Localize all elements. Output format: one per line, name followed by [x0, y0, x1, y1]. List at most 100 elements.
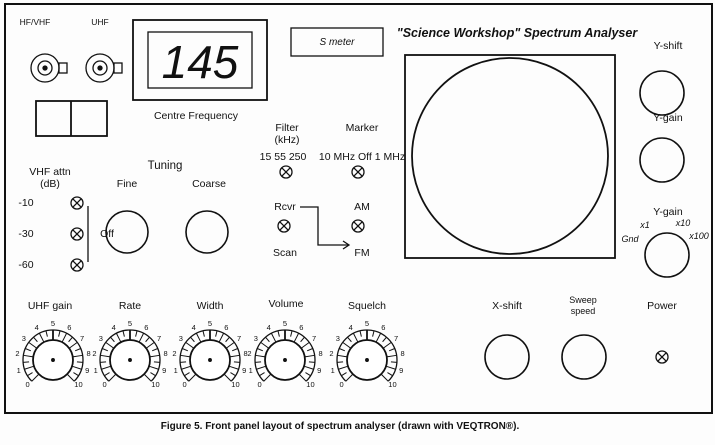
dial-major-tick: [38, 333, 45, 343]
dial-pointer: [283, 358, 287, 362]
dial-scale-label: 5: [127, 319, 133, 328]
dial-label-squelch: Squelch: [348, 300, 386, 312]
dial-major-tick: [263, 373, 272, 382]
fine-label: Fine: [116, 178, 138, 190]
connector-uhf[interactable]: [85, 53, 123, 83]
arrow-head-icon: [342, 240, 351, 250]
dial-minor-tick: [151, 348, 158, 352]
attn-60-switch[interactable]: [70, 258, 84, 272]
dial-major-tick: [270, 333, 277, 343]
dial-scale-label: 9: [317, 366, 322, 376]
rcvr-to-am-arrow: [300, 206, 348, 246]
dial-scale-label: 7: [237, 333, 242, 343]
marker-switch[interactable]: [351, 165, 365, 179]
dial-major-tick: [71, 365, 82, 370]
uhf-label: UHF: [91, 17, 109, 27]
coarse-tuning-knob[interactable]: [185, 210, 229, 254]
dial-major-tick: [228, 365, 239, 370]
dial-minor-tick: [259, 372, 265, 377]
dial-major-tick: [195, 333, 202, 343]
dial-scale-label: 0: [102, 380, 107, 390]
centre-frequency-label: Centre Frequency: [153, 110, 239, 122]
dial-major-tick: [304, 354, 315, 358]
x-shift-label: X-shift: [492, 300, 522, 312]
dial-scale-label: 6: [67, 322, 72, 332]
attn-10-switch[interactable]: [70, 196, 84, 210]
coarse-label: Coarse: [192, 178, 226, 190]
dial-uhf-gain[interactable]: [22, 329, 84, 382]
dial-minor-tick: [27, 372, 33, 377]
filter-switch[interactable]: [279, 165, 293, 179]
dial-scale-label: 1: [248, 366, 253, 376]
dial-major-tick: [24, 365, 35, 370]
power-switch[interactable]: [655, 350, 669, 364]
am-label: AM: [354, 201, 370, 213]
s-meter-label: S meter: [319, 37, 355, 48]
filter-label: Filter: [275, 122, 299, 134]
dial-scale-label: 0: [182, 380, 187, 390]
dial-label-volume: Volume: [268, 298, 304, 310]
y-gain-x100: x100: [689, 231, 709, 241]
dial-squelch[interactable]: [336, 329, 398, 382]
dial-scale-label: 10: [74, 380, 83, 390]
sweep-speed-knob[interactable]: [561, 334, 607, 380]
crt-screen: [411, 57, 609, 255]
dial-volume[interactable]: [254, 329, 316, 382]
y-shift-knob[interactable]: [639, 70, 685, 116]
dial-scale-label: 9: [399, 366, 404, 376]
dial-major-tick: [23, 354, 34, 358]
band-switch[interactable]: [35, 100, 108, 137]
hf-vhf-label: HF/VHF: [19, 17, 51, 27]
dial-scale-label: 6: [144, 322, 149, 332]
dial-minor-tick: [33, 336, 38, 343]
am-fm-switch[interactable]: [351, 219, 365, 233]
dial-major-tick: [345, 373, 354, 382]
dial-minor-tick: [145, 336, 150, 343]
y-gain-gnd: Gnd: [621, 234, 639, 244]
dial-minor-tick: [202, 330, 205, 337]
dial-scale-label: 1: [93, 366, 98, 376]
dial-scale-label: 9: [162, 366, 167, 376]
dial-scale-label: 2: [172, 349, 177, 359]
dial-rate[interactable]: [99, 329, 161, 382]
dial-major-tick: [342, 341, 352, 349]
dial-minor-tick: [110, 336, 115, 343]
fine-tuning-knob[interactable]: [105, 210, 149, 254]
dial-major-tick: [66, 373, 75, 382]
dial-minor-tick: [73, 372, 79, 377]
dial-pointer: [208, 358, 212, 362]
y-gain-range-knob[interactable]: [644, 232, 690, 278]
dial-scale-label: 9: [242, 366, 247, 376]
dial-minor-tick: [290, 330, 293, 337]
attn-10-label: -10: [18, 197, 34, 209]
sweep-label: Sweep: [569, 295, 597, 305]
dial-major-tick: [115, 333, 122, 343]
y-gain-knob[interactable]: [639, 137, 685, 183]
vhf-attn-label: VHF attn: [29, 166, 71, 178]
dial-major-tick: [185, 341, 195, 349]
dial-scale-label: 10: [231, 380, 240, 390]
dial-width[interactable]: [179, 329, 241, 382]
dial-minor-tick: [122, 330, 125, 337]
dial-major-tick: [188, 373, 197, 382]
dial-major-tick: [260, 341, 270, 349]
x-shift-knob[interactable]: [484, 334, 530, 380]
connector-hf-vhf[interactable]: [30, 53, 68, 83]
dial-scale-label: 2: [15, 349, 20, 359]
dial-scale-label: 5: [364, 319, 370, 328]
dial-major-tick: [149, 354, 160, 358]
dial-major-tick: [225, 341, 235, 349]
dial-scale-label: 3: [21, 333, 26, 343]
dial-minor-tick: [184, 372, 190, 377]
y-gain-label: Y-gain: [653, 112, 683, 124]
dial-scale-label: 8: [163, 349, 168, 359]
dial-major-tick: [181, 365, 192, 370]
dial-scale-label: 4: [191, 322, 196, 332]
dial-major-tick: [386, 354, 397, 358]
dial-major-tick: [28, 341, 38, 349]
dial-minor-tick: [387, 372, 393, 377]
attn-30-switch[interactable]: [70, 227, 84, 241]
rcvr-scan-switch[interactable]: [277, 219, 291, 233]
dial-label-uhf-gain: UHF gain: [27, 300, 73, 312]
